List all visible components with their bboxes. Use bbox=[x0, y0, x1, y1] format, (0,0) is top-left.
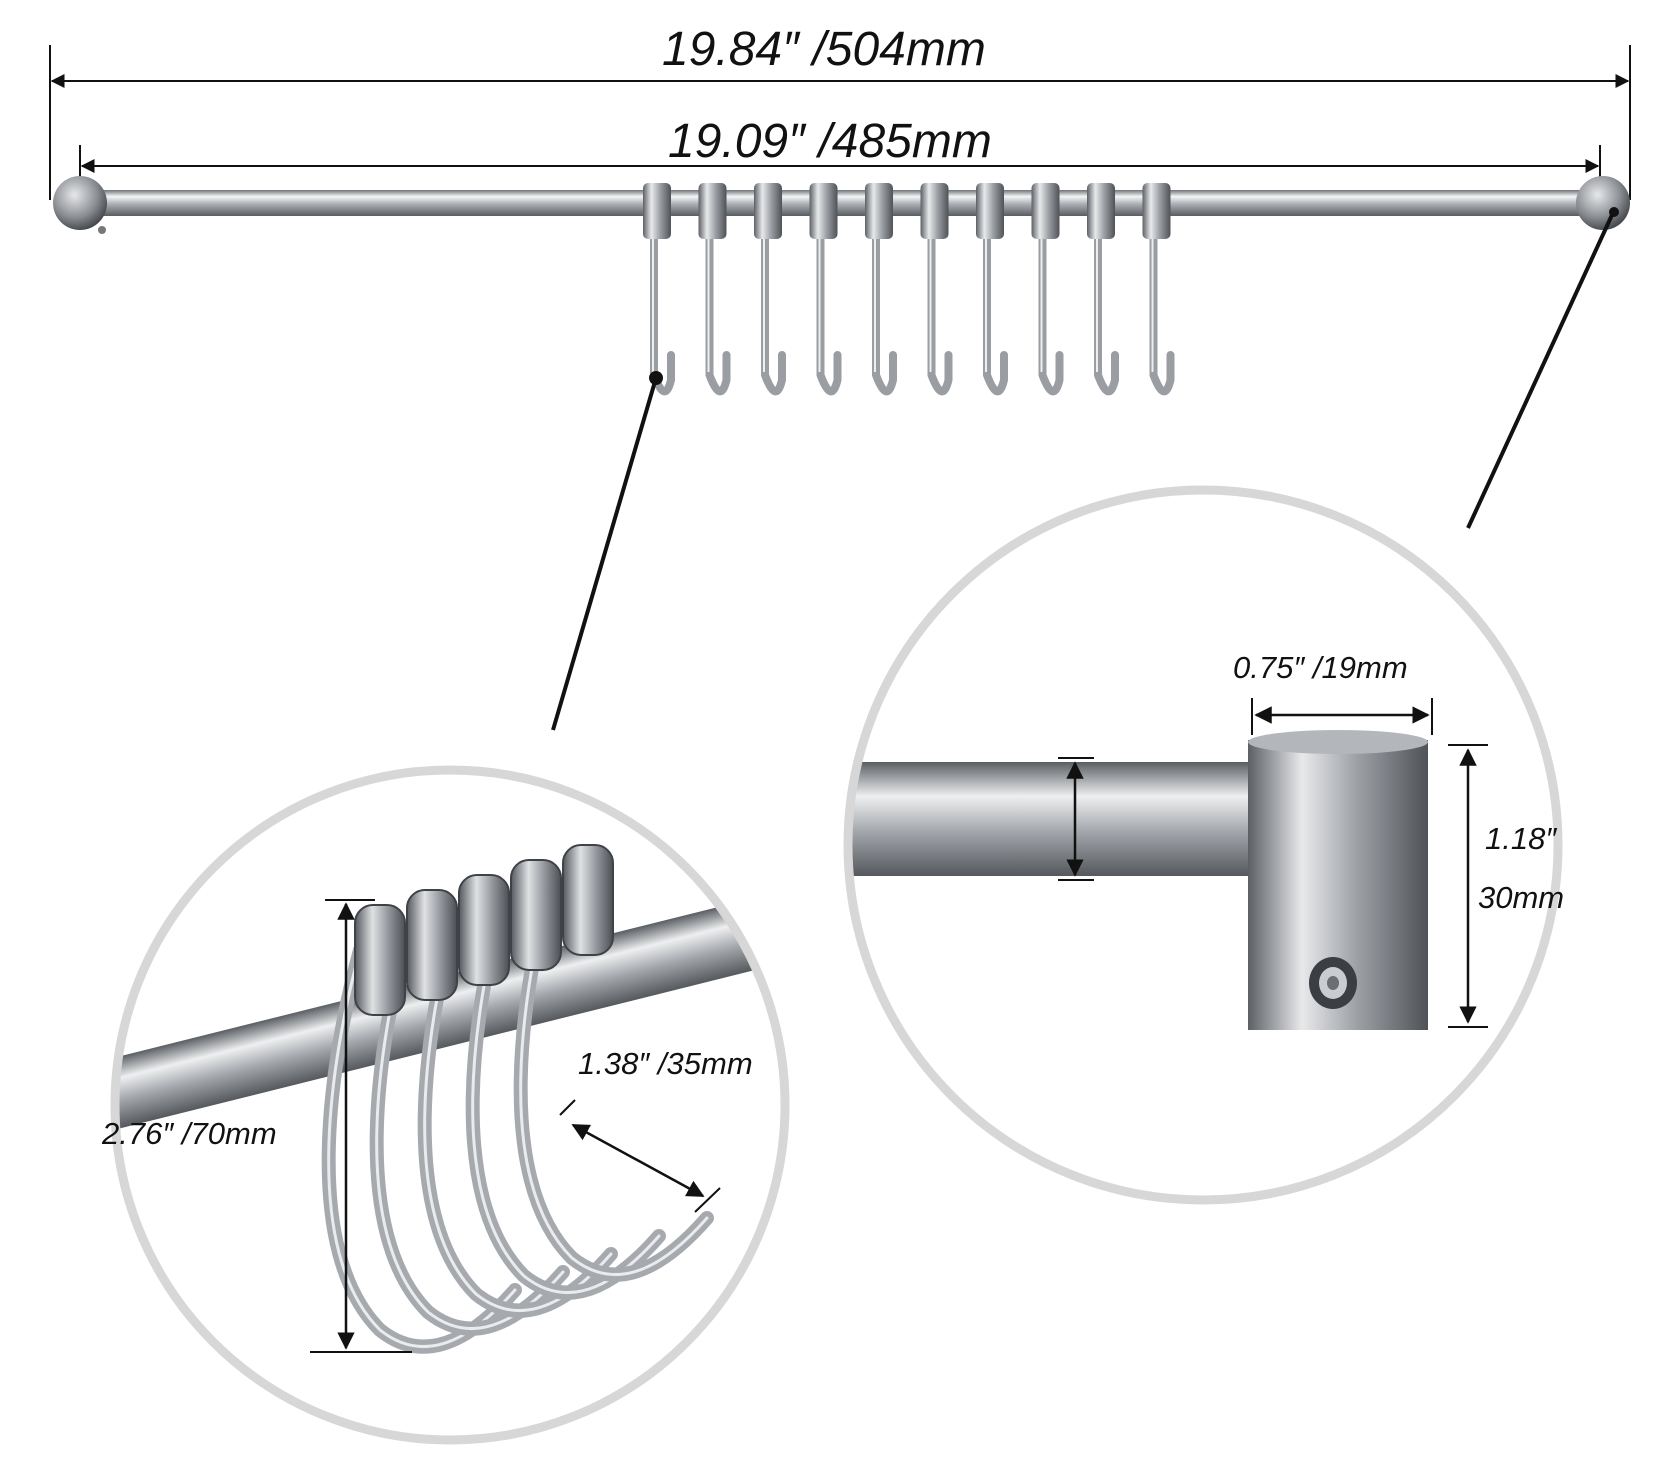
overall-length-label: 19.84″ /504mm bbox=[662, 23, 986, 76]
right-end-cap bbox=[1576, 176, 1630, 230]
mount-detail-circle bbox=[843, 485, 1563, 1205]
rail-hook bbox=[643, 183, 675, 396]
rail-bar bbox=[53, 176, 1630, 234]
s-hook bbox=[519, 876, 709, 1277]
mount-width-label: 0.75″ /19mm bbox=[1233, 650, 1408, 685]
left-end-cap bbox=[53, 176, 107, 230]
mount-width-dimension bbox=[1251, 698, 1433, 735]
rail-hook bbox=[865, 183, 897, 396]
rail-hook bbox=[754, 183, 786, 396]
hook-ring bbox=[458, 874, 510, 986]
hook-ring bbox=[562, 844, 614, 956]
hook-height-label: 2.76″ /70mm bbox=[102, 1116, 277, 1151]
hook-height-dimension bbox=[310, 899, 412, 1353]
rod-diameter-dimension bbox=[1058, 757, 1094, 881]
mount-height-mm-label: 30mm bbox=[1478, 880, 1565, 915]
hook-ring bbox=[406, 889, 458, 1001]
mount-height-in-label: 1.18″ bbox=[1485, 821, 1557, 856]
rail-hook bbox=[1142, 183, 1175, 396]
rail-hook bbox=[809, 183, 842, 396]
hook-width-label: 1.38″ /35mm bbox=[578, 1046, 753, 1081]
rail-hook bbox=[698, 183, 731, 396]
rail-hook bbox=[976, 183, 1008, 396]
hook-width-dimension bbox=[559, 1099, 721, 1213]
hook-ring bbox=[510, 859, 562, 971]
hook-ring bbox=[354, 904, 406, 1016]
leader-lines bbox=[551, 214, 1614, 731]
hook-detail-circle bbox=[110, 765, 790, 1445]
rail-length-label: 19.09″ /485mm bbox=[668, 115, 992, 168]
mount-height-dimension bbox=[1448, 744, 1488, 1028]
rail-hook bbox=[920, 183, 953, 396]
rail-hook bbox=[1087, 183, 1119, 396]
overall-length-dimension bbox=[49, 45, 1631, 200]
rail-hook bbox=[1031, 183, 1064, 396]
rail-hooks bbox=[643, 183, 1175, 396]
